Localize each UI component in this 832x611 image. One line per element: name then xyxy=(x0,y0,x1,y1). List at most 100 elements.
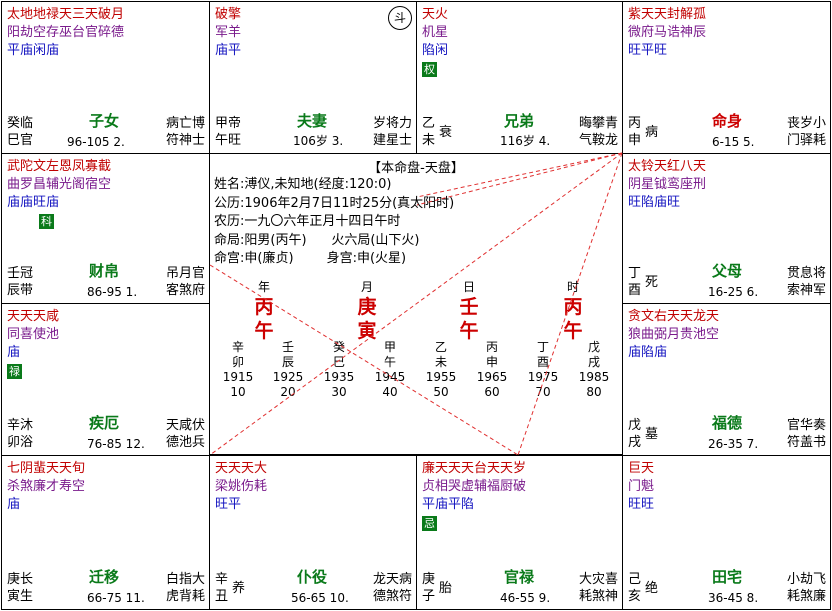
star-list: 武陀文左恩凤寡截 曲罗昌辅光阁宿空 庙庙旺庙 科 xyxy=(7,159,112,229)
palace-cell-si[interactable]: 太地地禄天三天破月 阳劫空存巫台官碎德 平庙闲庙 癸临巳官 子女 96-105 … xyxy=(1,1,210,154)
palace-cell-wu[interactable]: 破擎 军羊 庙平 斗 甲帝午旺 夫妻 106岁 3. 岁将力建星士 xyxy=(209,1,417,154)
stem-branch: 壬冠辰带 xyxy=(7,266,34,298)
stem-branch: 辛沐卯浴 xyxy=(7,418,34,450)
star-list: 太铃天红八天 阴星钺鸾座刑 旺陷庙旺 xyxy=(628,159,707,210)
minor-stars: 丧岁小门驿耗 xyxy=(786,116,826,148)
age-range: 66-75 11. xyxy=(87,591,145,605)
star-list: 巨天 门魁 旺旺 xyxy=(628,461,655,512)
stem-branch: 庚长寅生 xyxy=(7,572,34,604)
palace-name: 夫妻 xyxy=(297,112,328,130)
minor-stars: 吊月官客煞府 xyxy=(165,266,205,298)
palace-cell-chou[interactable]: 天天天大 梁姚伤耗 旺平 辛丑 养 仆役 56-65 10. 龙天病德煞符 xyxy=(209,455,417,610)
stem-branch: 庚子 xyxy=(422,572,436,604)
transform-badge: 禄 xyxy=(7,364,22,379)
life-stage: 绝 xyxy=(645,581,659,596)
life-stage: 死 xyxy=(645,275,659,290)
star-list: 太地地禄天三天破月 阳劫空存巫台官碎德 平庙闲庙 xyxy=(7,7,125,58)
palace-name: 官禄 xyxy=(504,568,535,586)
palace-cell-yin[interactable]: 七阴蜚天天旬 杀煞廉才寿空 庙 庚长寅生 迁移 66-75 11. 白指大虎背耗 xyxy=(1,455,210,610)
minor-stars: 贯息将索神军 xyxy=(786,266,826,298)
dou-marker: 斗 xyxy=(388,6,412,30)
minor-stars: 官华奏符盖书 xyxy=(786,418,826,450)
info-fate-bureau: 命局:阳男(丙午) 火六局(山下火) xyxy=(214,232,420,248)
stem-branch: 甲帝午旺 xyxy=(215,116,242,148)
palace-name: 田宅 xyxy=(712,568,743,586)
stem-branch: 乙未 xyxy=(422,116,436,148)
palace-cell-hai[interactable]: 巨天 门魁 旺旺 己亥 绝 田宅 36-45 8. 小劫飞耗煞廉 xyxy=(622,455,831,610)
age-range: 16-25 6. xyxy=(708,285,759,299)
minor-stars: 岁将力建星士 xyxy=(372,116,412,148)
pillar-month: 月 庚 寅 xyxy=(357,280,377,342)
stem-branch: 癸临巳官 xyxy=(7,116,34,148)
age-range: 96-105 2. xyxy=(67,135,125,149)
palace-name: 命身 xyxy=(712,112,743,130)
palace-cell-wei[interactable]: 天火 机星 陷闲 权 乙未 衰 兄弟 116岁 4. 晦攀青气鞍龙 xyxy=(416,1,623,154)
pillar-day: 日 壬 午 xyxy=(459,280,479,342)
minor-stars: 病亡博符神士 xyxy=(165,116,205,148)
star-list: 贪文右天天龙天 狼曲弼月贵池空 庙陷庙 xyxy=(628,309,720,360)
stem-branch: 丁酉 xyxy=(628,266,642,298)
info-name: 姓名:溥仪,未知地(经度:120:0) xyxy=(214,177,392,192)
age-range: 116岁 4. xyxy=(500,134,551,148)
palace-cell-zi[interactable]: 廉天天天台天天岁 贞相哭虚辅福厨破 平庙平陷 忌 庚子 胎 官禄 46-55 9… xyxy=(416,455,623,610)
palace-name: 财帛 xyxy=(89,262,120,280)
transform-badge: 科 xyxy=(39,214,54,229)
palace-name: 福德 xyxy=(712,414,743,432)
age-range: 26-35 7. xyxy=(708,437,759,451)
star-list: 天天天大 梁姚伤耗 旺平 xyxy=(215,461,268,512)
minor-stars: 小劫飞耗煞廉 xyxy=(786,572,826,604)
life-stage: 胎 xyxy=(439,581,453,596)
life-stage: 衰 xyxy=(439,125,453,140)
palace-name: 兄弟 xyxy=(504,112,535,130)
age-range: 56-65 10. xyxy=(291,591,349,605)
palace-name: 疾厄 xyxy=(89,414,120,432)
age-range: 6-15 5. xyxy=(712,135,755,149)
palace-name: 迁移 xyxy=(89,568,120,586)
minor-stars: 大灾喜耗煞神 xyxy=(578,572,618,604)
info-lunar-date: 农历:一九〇六年正月十四日午时 xyxy=(214,214,401,229)
palace-cell-shen[interactable]: 紫天天封解孤 微府马诰神辰 旺平旺 丙申 病 命身 6-15 5. 丧岁小门驿耗 xyxy=(622,1,831,154)
info-solar-date: 公历:1906年2月7日11时25分(真太阳时) xyxy=(214,195,455,211)
minor-stars: 白指大虎背耗 xyxy=(165,572,205,604)
palace-cell-chen[interactable]: 武陀文左恩凤寡截 曲罗昌辅光阁宿空 庙庙旺庙 科 壬冠辰带 财帛 86-95 1… xyxy=(1,153,210,304)
info-life-palace: 命宫:申(廉贞) 身宫:申(火星) xyxy=(214,251,407,266)
stem-branch: 戊戌 xyxy=(628,418,642,450)
age-range: 36-45 8. xyxy=(708,591,759,605)
minor-stars: 龙天病德煞符 xyxy=(372,572,412,604)
life-stage: 病 xyxy=(645,125,659,140)
age-range: 76-85 12. xyxy=(87,437,145,451)
pillar-year: 年 丙 午 xyxy=(254,280,274,342)
palace-cell-you[interactable]: 太铃天红八天 阴星钺鸾座刑 旺陷庙旺 丁酉 死 父母 16-25 6. 贯息将索… xyxy=(622,153,831,304)
star-list: 天天天咸 同喜使池 庙 禄 xyxy=(7,309,60,379)
star-list: 七阴蜚天天旬 杀煞廉才寿空 庙 xyxy=(7,461,86,512)
star-list: 天火 机星 陷闲 权 xyxy=(422,7,449,77)
age-range: 86-95 1. xyxy=(87,285,138,299)
palace-cell-mao[interactable]: 天天天咸 同喜使池 庙 禄 辛沐卯浴 疾厄 76-85 12. 天咸伏德池兵 xyxy=(1,303,210,456)
palace-cell-xu[interactable]: 贪文右天天龙天 狼曲弼月贵池空 庙陷庙 戊戌 墓 福德 26-35 7. 官华奏… xyxy=(622,303,831,456)
chart-title: 【本命盘-天盘】 xyxy=(368,161,464,176)
transform-badge: 权 xyxy=(422,62,437,77)
minor-stars: 天咸伏德池兵 xyxy=(165,418,205,450)
stem-branch: 辛丑 xyxy=(215,572,229,604)
age-range: 46-55 9. xyxy=(500,591,551,605)
pillar-hour: 时 丙 午 xyxy=(563,280,583,342)
palace-name: 子女 xyxy=(89,112,120,130)
minor-stars: 晦攀青气鞍龙 xyxy=(578,116,618,148)
stem-branch: 丙申 xyxy=(628,116,642,148)
birth-info: 姓名:溥仪,未知地(经度:120:0) 公历:1906年2月7日11时25分(真… xyxy=(214,176,454,269)
transform-badge: 忌 xyxy=(422,516,437,531)
stem-branch: 己亥 xyxy=(628,572,642,604)
palace-name: 父母 xyxy=(712,262,743,280)
age-range: 106岁 3. xyxy=(293,134,344,148)
star-list: 紫天天封解孤 微府马诰神辰 旺平旺 xyxy=(628,7,707,58)
life-stage: 养 xyxy=(232,581,246,596)
palace-name: 仆役 xyxy=(297,568,328,586)
